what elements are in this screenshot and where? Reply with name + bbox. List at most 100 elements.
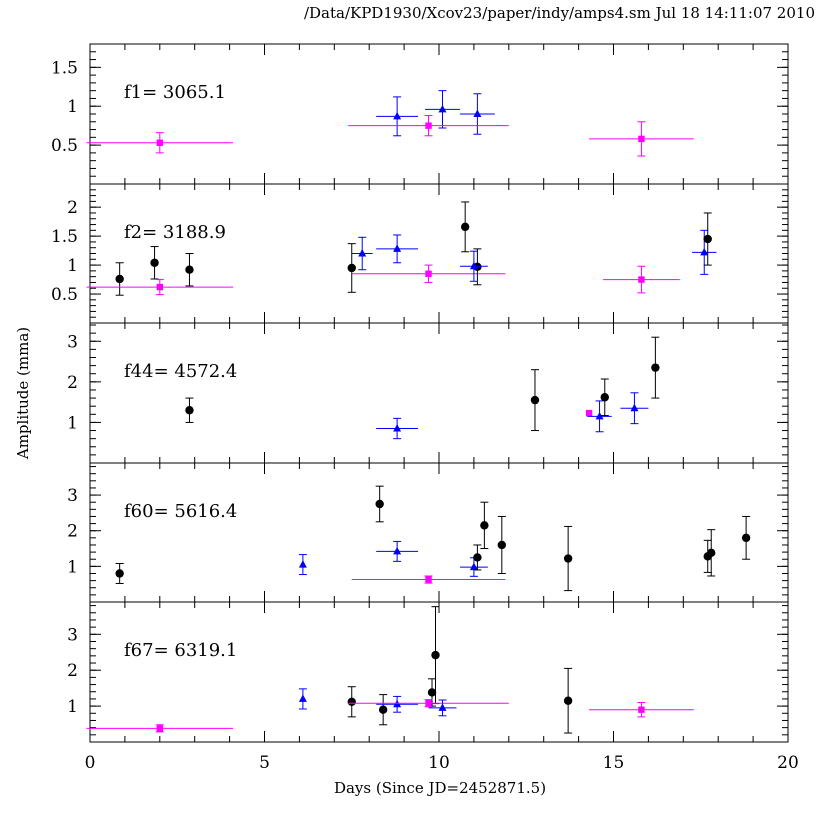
y-tick-label: 2 — [67, 661, 78, 681]
circle-marker — [563, 696, 573, 705]
triangle-marker — [393, 546, 402, 555]
triangle-marker — [469, 562, 478, 571]
panel-frame — [89, 462, 789, 603]
data-point-blue — [376, 417, 419, 440]
y-axis-title: Amplitude (mma) — [14, 327, 32, 460]
y-tick-label: 2 — [67, 522, 78, 542]
panel-label: f67= 6319.1 — [124, 640, 237, 661]
panel-label: f2= 3188.9 — [124, 222, 226, 243]
circle-marker — [600, 393, 609, 402]
square-marker — [156, 283, 163, 291]
data-point-black — [378, 694, 388, 726]
y-tick-label: 2 — [67, 198, 78, 218]
y-tick-label: 2 — [67, 373, 78, 393]
circle-marker — [741, 533, 751, 543]
data-point-black — [741, 515, 751, 560]
triangle-marker — [393, 111, 402, 120]
circle-marker — [703, 234, 712, 244]
data-point-black — [347, 686, 356, 718]
data-point-blue — [376, 96, 419, 137]
circle-marker — [427, 688, 437, 697]
data-point-black — [473, 544, 482, 571]
panel-label: f1= 3065.1 — [124, 82, 226, 103]
panel-frame — [89, 183, 789, 324]
data-point-magenta — [603, 265, 680, 294]
square-marker — [638, 135, 645, 143]
data-point-magenta — [585, 409, 593, 417]
data-point-magenta — [348, 699, 509, 708]
triangle-marker — [298, 560, 307, 568]
y-tick-label: 1 — [67, 697, 78, 717]
x-axis-title: Days (Since JD=2452871.5) — [334, 779, 546, 797]
triangle-marker — [358, 249, 367, 257]
data-point-black — [480, 501, 489, 550]
data-point-magenta — [86, 279, 234, 296]
x-tick-label: 0 — [85, 753, 96, 773]
data-point-magenta — [351, 264, 506, 283]
data-point-blue — [298, 688, 307, 710]
data-point-black — [150, 246, 159, 280]
circle-marker — [480, 521, 489, 530]
data-point-black — [530, 369, 540, 432]
x-tick-label: 15 — [603, 753, 625, 773]
data-point-blue — [459, 557, 488, 577]
y-tick-label: 1.5 — [51, 58, 78, 78]
data-point-black — [703, 212, 712, 266]
circle-marker — [651, 363, 660, 372]
data-point-magenta — [86, 724, 234, 733]
triangle-marker — [393, 244, 402, 252]
circle-marker — [431, 650, 440, 660]
data-point-blue — [376, 234, 419, 264]
data-point-black — [563, 525, 573, 592]
y-tick-label: 3 — [67, 486, 78, 506]
square-marker — [638, 706, 645, 713]
square-marker — [638, 276, 645, 283]
circle-marker — [707, 548, 716, 558]
y-tick-label: 1 — [67, 413, 78, 433]
data-point-blue — [620, 392, 649, 425]
square-marker — [156, 725, 163, 732]
data-point-black — [707, 529, 716, 577]
data-point-black — [115, 563, 124, 584]
x-tick-label: 20 — [777, 753, 799, 773]
data-point-black — [185, 397, 194, 423]
circle-marker — [375, 499, 384, 509]
file-header: /Data/KPD1930/Xcov23/paper/indy/amps4.sm… — [303, 4, 815, 22]
data-point-blue — [587, 400, 612, 433]
triangle-marker — [473, 109, 482, 117]
circle-marker — [378, 705, 388, 714]
data-point-black — [563, 667, 573, 734]
circle-marker — [347, 697, 356, 706]
x-tick-label: 10 — [428, 753, 450, 773]
panel-label: f44= 4572.4 — [124, 361, 237, 382]
circle-marker — [185, 265, 194, 274]
panel-3: 1 2 3 f44= 4572.4 — [67, 322, 789, 464]
panel-1: 0.511.5f1= 3065.1 — [51, 43, 789, 185]
data-point-black — [651, 336, 660, 399]
y-tick-label: 3 — [67, 332, 78, 352]
square-marker — [156, 139, 163, 146]
square-marker — [585, 409, 593, 417]
data-point-black — [460, 201, 470, 253]
data-point-magenta — [589, 702, 694, 718]
data-point-black — [115, 262, 124, 296]
y-tick-label: 1.5 — [51, 227, 78, 247]
circle-marker — [473, 553, 482, 562]
circle-marker — [563, 554, 573, 563]
panel-frame — [89, 322, 789, 464]
y-tick-label: 0.5 — [51, 136, 78, 156]
data-point-blue — [376, 540, 419, 562]
triangle-marker — [700, 247, 709, 256]
circle-marker — [497, 540, 507, 550]
square-marker — [425, 270, 432, 277]
data-point-blue — [428, 699, 457, 717]
triangle-marker — [298, 694, 307, 702]
y-tick-label: 0.5 — [51, 285, 78, 305]
data-point-magenta — [589, 121, 694, 157]
data-point-black — [185, 253, 194, 287]
